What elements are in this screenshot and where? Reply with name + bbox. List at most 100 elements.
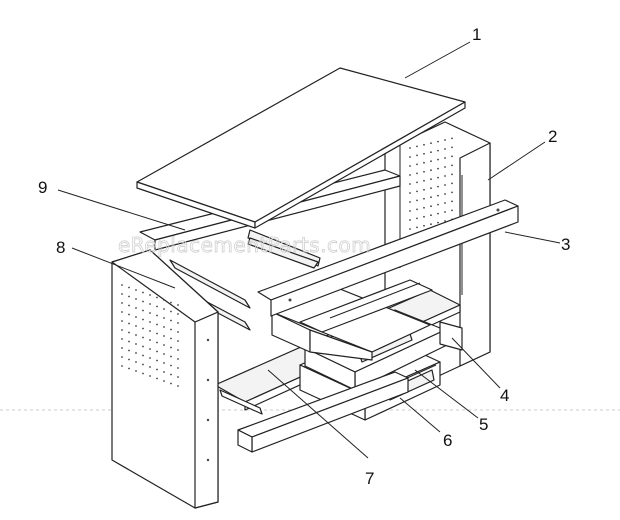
perforation-hole bbox=[444, 193, 446, 195]
perforation-hole bbox=[135, 352, 137, 354]
perforation-hole bbox=[142, 300, 144, 303]
perforation-hole bbox=[142, 327, 144, 330]
perforation-hole bbox=[409, 147, 411, 149]
perforation-hole bbox=[149, 366, 151, 368]
perforation-hole bbox=[142, 372, 144, 375]
perforation-hole bbox=[142, 345, 144, 348]
perforation-hole bbox=[451, 164, 453, 167]
perforation-hole bbox=[170, 301, 172, 304]
perforation-hole bbox=[451, 209, 453, 212]
perforation-hole bbox=[149, 330, 151, 332]
perforation-hole bbox=[437, 176, 439, 179]
perforation-hole bbox=[423, 215, 425, 218]
perforation-hole bbox=[444, 157, 446, 159]
perforation-hole bbox=[409, 228, 411, 230]
perforation-hole bbox=[128, 367, 130, 370]
callout-3: 3 bbox=[561, 235, 570, 254]
perforation-hole bbox=[437, 149, 439, 152]
perforation-hole bbox=[170, 346, 172, 349]
perforation-hole bbox=[142, 309, 144, 312]
perforation-hole bbox=[163, 344, 165, 346]
callout-1: 1 bbox=[472, 25, 481, 44]
perforation-hole bbox=[170, 310, 172, 313]
perforation-hole bbox=[430, 169, 432, 172]
perforation-hole bbox=[409, 201, 411, 203]
perforation-hole bbox=[135, 334, 137, 336]
perforation-hole bbox=[451, 182, 453, 185]
perforation-hole bbox=[121, 356, 123, 358]
part-3-front-rail bbox=[257, 199, 519, 317]
part-9-top-support bbox=[247, 237, 319, 269]
perforation-hole bbox=[170, 319, 172, 322]
perforation-hole bbox=[416, 199, 418, 202]
perforation-hole bbox=[409, 210, 411, 212]
lower-front-rail bbox=[237, 371, 409, 453]
perforation-hole bbox=[430, 151, 432, 154]
perforation-hole bbox=[430, 142, 432, 145]
perforation-hole bbox=[170, 373, 172, 376]
perforation-hole bbox=[409, 219, 411, 221]
perforation-hole bbox=[121, 320, 123, 322]
perforation-hole bbox=[170, 328, 172, 331]
perforation-hole bbox=[149, 348, 151, 350]
perforation-hole bbox=[128, 304, 130, 307]
perforation-hole bbox=[149, 303, 151, 305]
perforation-hole bbox=[156, 368, 158, 371]
perforation-hole bbox=[121, 293, 123, 295]
perforation-hole bbox=[142, 354, 144, 357]
perforation-hole bbox=[177, 322, 179, 324]
perforation-hole bbox=[451, 200, 453, 203]
perforation-hole bbox=[409, 192, 411, 194]
perforation-hole bbox=[416, 217, 418, 220]
perforation-hole bbox=[135, 370, 137, 372]
perforation-hole bbox=[423, 206, 425, 209]
perforation-hole bbox=[163, 335, 165, 337]
perforation-hole bbox=[416, 145, 418, 148]
perforation-hole bbox=[177, 349, 179, 351]
perforation-hole bbox=[121, 329, 123, 331]
perforation-hole bbox=[430, 205, 432, 208]
callout-7: 7 bbox=[365, 469, 374, 488]
perforation-hole bbox=[416, 181, 418, 184]
perforation-hole bbox=[170, 382, 172, 385]
perforation-hole bbox=[170, 355, 172, 358]
perforation-hole bbox=[451, 191, 453, 194]
perforation-hole bbox=[423, 197, 425, 200]
perforation-hole bbox=[156, 341, 158, 344]
perforation-hole bbox=[149, 321, 151, 323]
perforation-hole bbox=[437, 203, 439, 206]
perforation-hole bbox=[177, 385, 179, 387]
perforation-hole bbox=[121, 338, 123, 340]
perforation-hole bbox=[135, 343, 137, 345]
perforation-hole bbox=[423, 188, 425, 191]
perforation-hole bbox=[128, 349, 130, 352]
perforation-hole bbox=[128, 322, 130, 325]
perforation-hole bbox=[430, 178, 432, 181]
perforation-hole bbox=[177, 313, 179, 315]
perforation-hole bbox=[156, 314, 158, 317]
perforation-hole bbox=[409, 183, 411, 185]
perforation-hole bbox=[177, 358, 179, 360]
perforation-hole bbox=[149, 312, 151, 314]
part-8-left-side-panel bbox=[111, 249, 219, 509]
part-4-drawer-box bbox=[271, 279, 463, 361]
perforation-hole bbox=[451, 155, 453, 158]
perforation-hole bbox=[416, 226, 418, 229]
perforation-hole bbox=[423, 170, 425, 173]
perforation-hole bbox=[128, 313, 130, 316]
perforation-hole bbox=[430, 223, 432, 226]
part-1-worktop bbox=[136, 67, 466, 229]
perforation-hole bbox=[163, 362, 165, 364]
perforation-hole bbox=[149, 339, 151, 341]
perforation-hole bbox=[163, 317, 165, 319]
perforation-hole bbox=[163, 371, 165, 373]
perforation-hole bbox=[416, 163, 418, 166]
perforation-hole bbox=[423, 143, 425, 146]
perforation-hole bbox=[444, 211, 446, 213]
perforation-hole bbox=[177, 367, 179, 369]
perforation-hole bbox=[423, 152, 425, 155]
perforation-hole bbox=[156, 305, 158, 308]
perforation-hole bbox=[437, 167, 439, 170]
perforation-hole bbox=[156, 323, 158, 326]
